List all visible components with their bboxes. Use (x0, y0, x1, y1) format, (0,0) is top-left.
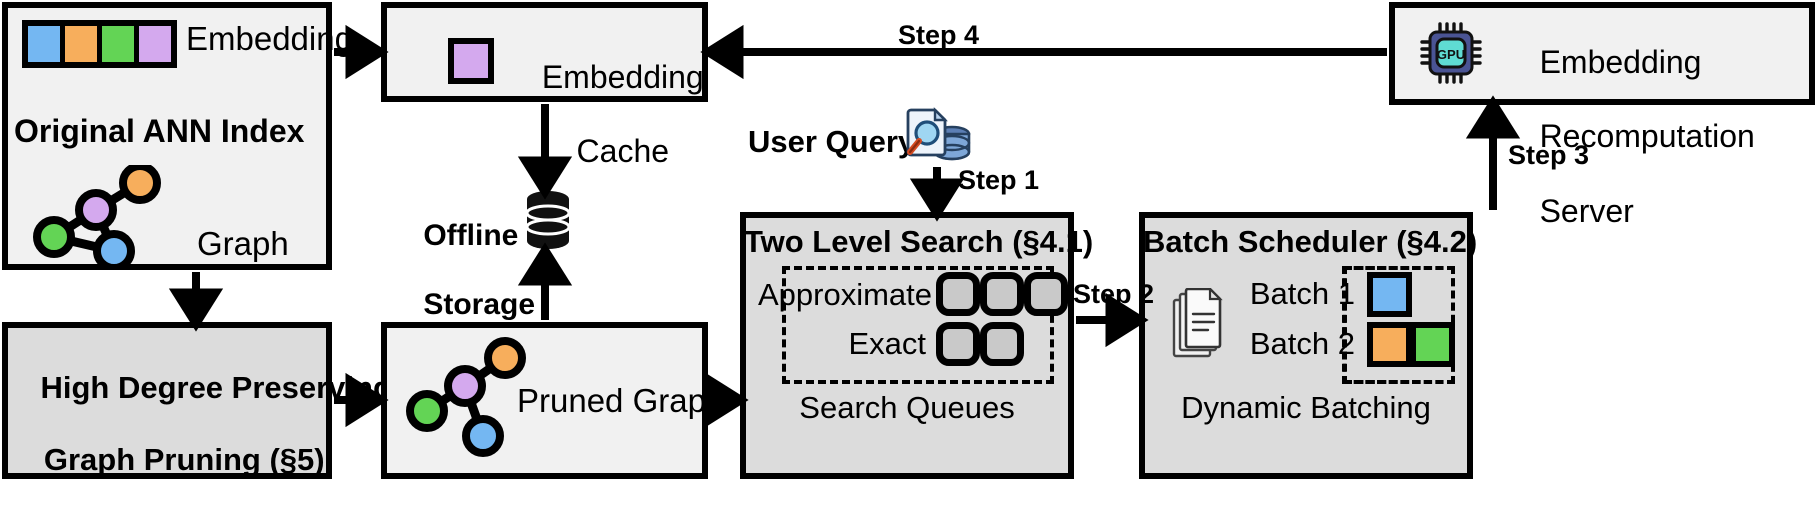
queue-slot-exact-2 (980, 322, 1024, 366)
batch-1-swatch-blue (1367, 272, 1412, 317)
embedding-cache-swatch (448, 38, 494, 84)
recompute-server-label-line3: Server (1539, 192, 1634, 229)
step-2-label: Step 2 (1073, 279, 1155, 309)
dynamic-batching-caption: Dynamic Batching (1181, 390, 1431, 425)
offline-storage-label-line2: Storage (423, 288, 536, 322)
batch-scheduler-title: Batch Scheduler (§4.2) (1143, 224, 1478, 259)
embedding-cache-label-line2: Cache (576, 133, 670, 170)
step-1-label: Step 1 (958, 165, 1040, 195)
embedding-swatch-blue (28, 26, 60, 62)
embedding-label: Embedding (186, 20, 353, 57)
queue-slot-approx-3 (1024, 272, 1068, 316)
queue-slot-approx-2 (980, 272, 1024, 316)
offline-storage-label-line1: Offline (423, 218, 519, 252)
recompute-server-label-line2: Recomputation (1539, 118, 1755, 155)
graph-pruning-label-line2: Graph Pruning (§5) (43, 441, 325, 477)
recompute-server-label-line1: Embedding (1539, 44, 1702, 81)
query-search-database-icon (906, 107, 971, 161)
step-4-label: Step 4 (898, 20, 980, 50)
graph-label: Graph (197, 225, 289, 262)
two-level-search-title: Two Level Search (§4.1) (744, 224, 1094, 259)
embedding-cache-label: Embedding Cache (505, 22, 705, 208)
recompute-server-label: Embedding Recomputation Server (1504, 7, 1814, 267)
exact-row-label: Exact (848, 326, 926, 361)
documents-stack-icon (1172, 288, 1223, 358)
search-queues-caption: Search Queues (799, 390, 1015, 425)
pruned-graph-label: Pruned Graph (517, 382, 725, 419)
embedding-swatch-strip (22, 20, 177, 68)
queue-slot-exact-1 (936, 322, 980, 366)
embedding-swatch-green (102, 26, 134, 62)
queue-slot-approx-1 (936, 272, 980, 316)
user-query-label: User Query (748, 124, 916, 159)
gpu-chip-icon: GPU (1420, 22, 1482, 84)
batch-2-swatch-green (1410, 322, 1455, 367)
embedding-swatch-purple (139, 26, 171, 62)
original-ann-index-title: Original ANN Index (14, 113, 305, 149)
batch-2-label: Batch 2 (1249, 326, 1355, 361)
graph-pruning-box (2, 322, 332, 479)
embedding-cache-label-line1: Embedding (541, 59, 704, 96)
batch-2-swatch-orange (1367, 322, 1412, 367)
svg-text:GPU: GPU (1437, 47, 1465, 62)
original-index-graph (33, 165, 161, 270)
step-3-label: Step 3 (1508, 140, 1590, 170)
database-cylinder-icon (525, 191, 571, 249)
pruned-graph-visual (406, 337, 526, 457)
embedding-swatch-orange (65, 26, 97, 62)
approximate-row-label: Approximate (758, 277, 933, 312)
graph-pruning-label: High Degree Preserving Graph Pruning (§5… (6, 334, 391, 514)
batch-1-label: Batch 1 (1249, 276, 1355, 311)
search-queues-panel (782, 266, 1054, 384)
diagram-canvas: Embedding Original ANN Index Graph Embed… (2, 2, 1815, 479)
graph-pruning-label-line1: High Degree Preserving (40, 369, 392, 405)
offline-storage-label: Offline Storage (390, 184, 535, 358)
